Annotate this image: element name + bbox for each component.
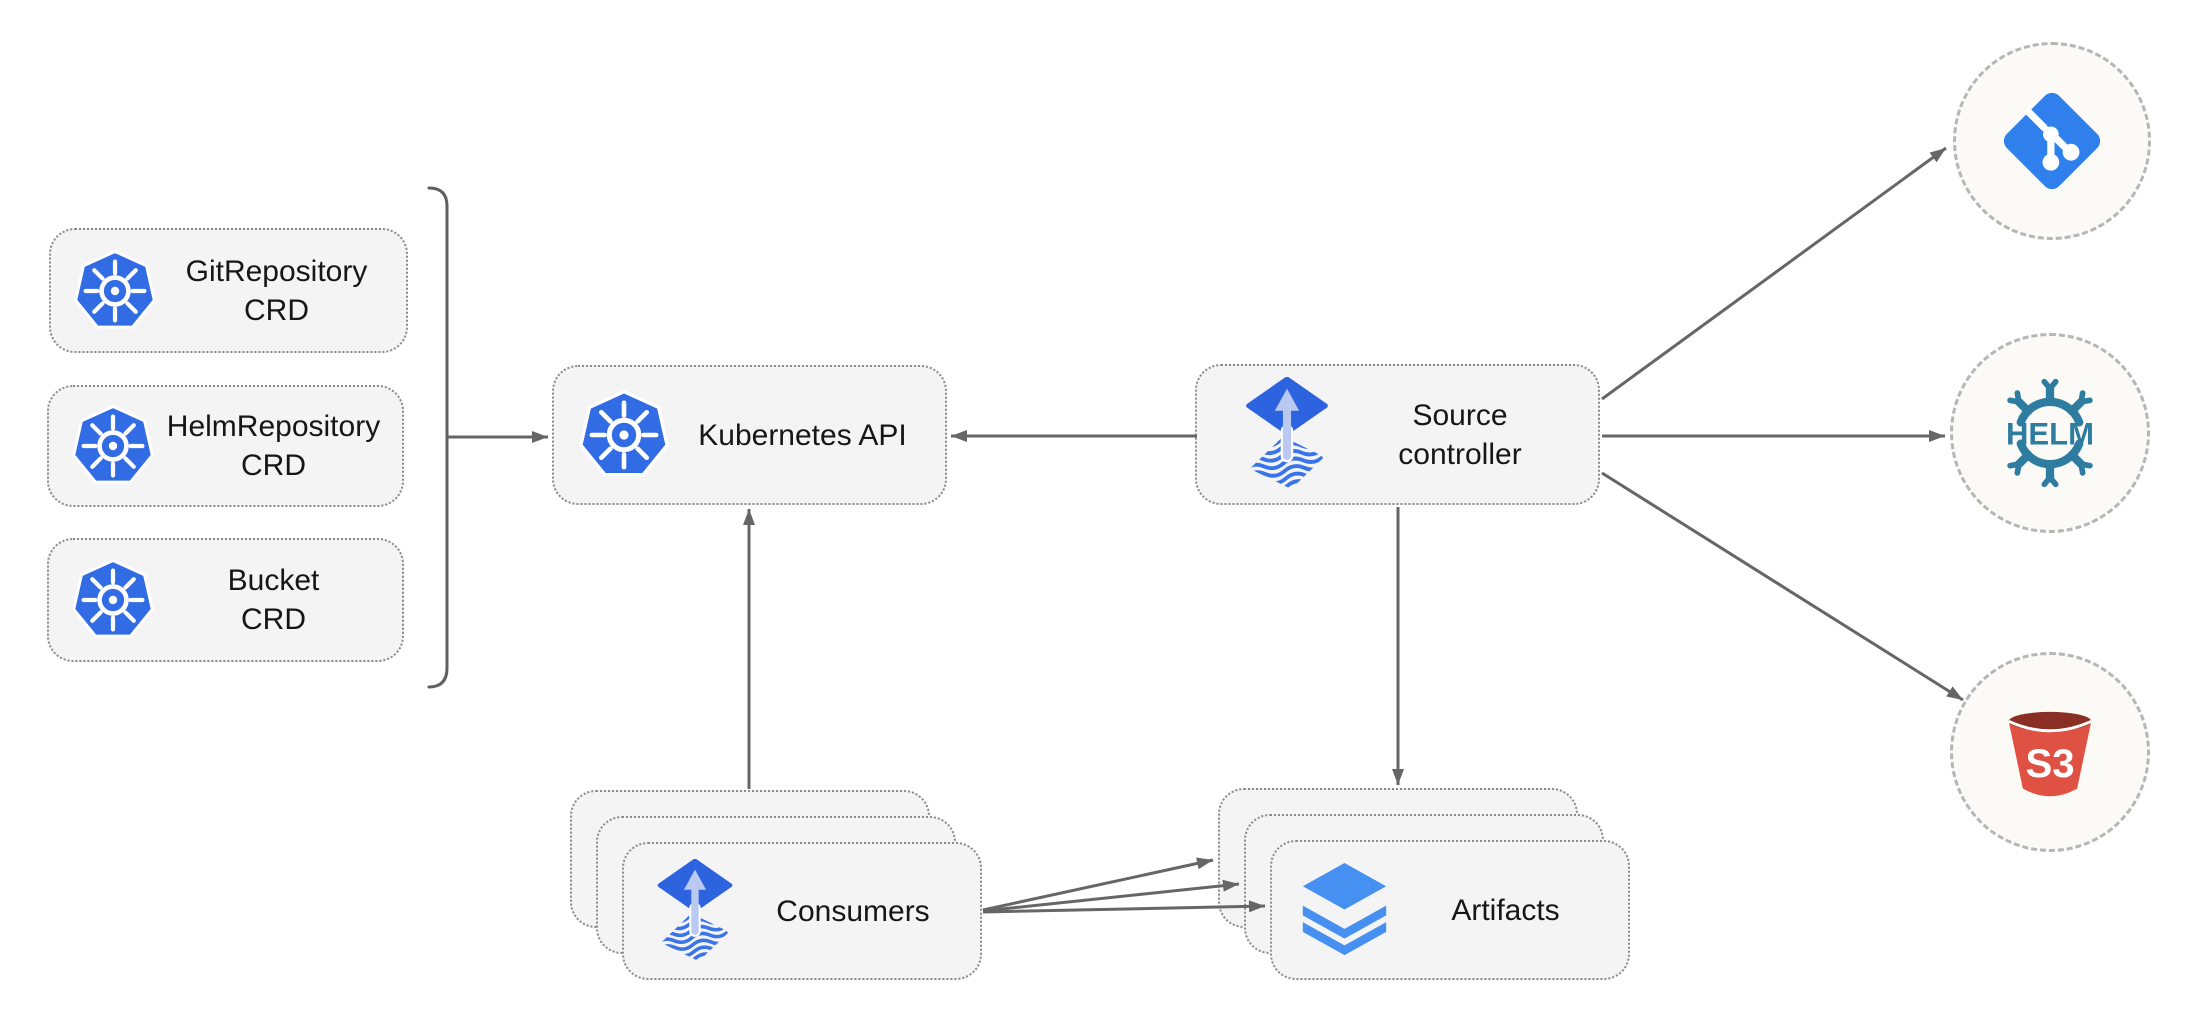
node-bucket-crd: Bucket CRD [47, 538, 404, 662]
node-label: Artifacts [1393, 891, 1628, 930]
kubernetes-icon [71, 404, 155, 488]
consumers-label: Consumers [776, 894, 930, 928]
node-label: HelmRepository CRD [155, 407, 402, 485]
circle-s3-source: S3 [1950, 652, 2150, 852]
flux-source-controller-icon [1242, 377, 1332, 492]
crd-label-line2: CRD [241, 603, 306, 636]
kubernetes-icon [73, 249, 157, 333]
node-label: GitRepository CRD [157, 252, 406, 330]
crd-label-line2: CRD [241, 449, 306, 482]
node-label: Consumers [736, 892, 980, 931]
crd-group-bracket [427, 186, 449, 689]
arrow-consumers-to-artifacts-1 [982, 857, 1214, 912]
s3-label: S3 [2025, 741, 2074, 786]
flux-source-controller-icon [654, 859, 736, 964]
source-controller-label-line1: Source [1412, 398, 1508, 432]
node-label: Source controller [1332, 396, 1598, 474]
artifacts-layers-icon [1296, 862, 1393, 958]
arrow-consumers-to-artifacts-2 [982, 879, 1240, 913]
git-icon [1996, 85, 2108, 197]
crd-label-line1: HelmRepository [166, 410, 381, 443]
source-controller-label-line2: controller [1398, 437, 1522, 471]
helm-label: HELM [2006, 416, 2094, 451]
node-consumers: Consumers [622, 842, 982, 980]
kubernetes-icon [578, 389, 670, 481]
kubernetes-icon [71, 558, 155, 642]
node-kubernetes-api: Kubernetes API [552, 365, 947, 505]
node-label: Kubernetes API [670, 416, 945, 455]
artifacts-label: Artifacts [1451, 893, 1560, 927]
crd-label-line1: Bucket [227, 564, 320, 597]
crd-label-line2: CRD [244, 293, 309, 327]
node-gitrepository-crd: GitRepository CRD [49, 228, 408, 353]
s3-bucket-icon: S3 [1991, 693, 2109, 811]
node-label: Bucket CRD [155, 561, 402, 639]
node-source-controller: Source controller [1195, 364, 1600, 505]
node-artifacts: Artifacts [1270, 840, 1630, 980]
node-helmrepository-crd: HelmRepository CRD [47, 385, 404, 507]
arrow-source-controller-to-s3 [1601, 471, 1964, 702]
circle-git-source [1953, 42, 2151, 240]
crd-label-line1: GitRepository [185, 254, 368, 288]
kubernetes-api-label: Kubernetes API [698, 418, 907, 452]
circle-helm-source: HELM [1950, 333, 2150, 533]
arrow-source-controller-to-git [1601, 146, 1947, 401]
helm-icon: HELM [1993, 376, 2107, 490]
